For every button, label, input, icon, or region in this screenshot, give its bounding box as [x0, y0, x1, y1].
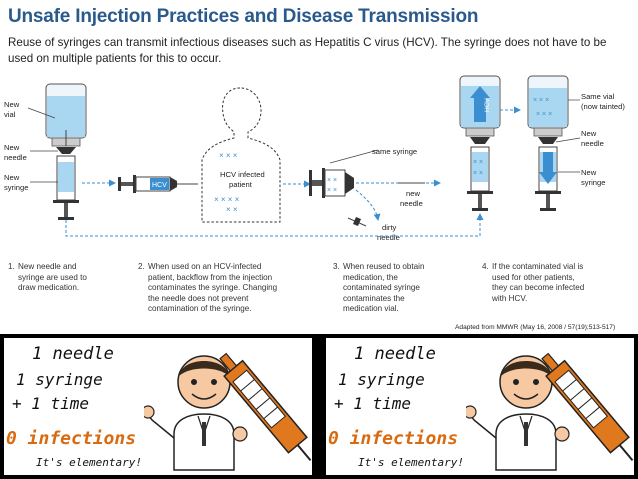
label-new-vial-1: New	[4, 100, 20, 109]
label-same-vial-2: (now tainted)	[581, 102, 625, 111]
label-new-syringe-2: syringe	[4, 183, 28, 192]
cartoon-doctor-right	[466, 352, 634, 471]
label-dirty-needle-1: dirty	[382, 223, 397, 232]
svg-text:× ×: × ×	[473, 159, 483, 166]
svg-text:× ×: × ×	[226, 205, 238, 214]
label-new-syringe-right-1: New	[581, 168, 597, 177]
step-2-line-5: contamination of the syringe.	[148, 304, 252, 314]
poster-left-line-2: 1 syringe	[16, 370, 103, 389]
label-same-vial-1: Same vial	[581, 92, 615, 101]
step-3-line-5: medication vial.	[343, 304, 399, 314]
poster-right-line-4: 0 infections	[328, 428, 459, 449]
step-4-line-3: they can become infected	[492, 283, 585, 293]
step-4-line-1: If the contaminated vial is	[492, 262, 584, 271]
poster-left: 1 needle 1 syringe + 1 time 0 infections…	[4, 338, 312, 475]
label-new-needle-mid-1: new	[406, 189, 420, 198]
svg-text:× ×: × ×	[473, 170, 483, 177]
step-1-line-1: New needle and	[18, 262, 77, 271]
svg-text:× × ×: × × ×	[219, 151, 238, 160]
step-2-line-4: the needle does not prevent	[148, 293, 249, 303]
step3-vial: HCV × × × ×	[459, 75, 501, 211]
step-2-line-3: contaminates the syringe. Changing	[148, 283, 278, 293]
step-2-line-2: patient, backflow from the injection	[148, 272, 273, 282]
label-patient-2: patient	[229, 180, 253, 189]
poster-left-line-1: 1 needle	[32, 344, 114, 364]
step1-needle	[56, 130, 76, 154]
poster-right-line-1: 1 needle	[354, 344, 436, 364]
dirty-needle	[347, 217, 367, 227]
label-new-syringe-right-2: syringe	[581, 178, 605, 187]
poster-left-line-5: It's elementary!	[36, 456, 142, 469]
label-patient-1: HCV infected	[220, 170, 265, 179]
label-new-needle-1: New	[4, 143, 20, 152]
poster-right-line-3: + 1 time	[334, 394, 412, 413]
step3-syringe: × × × ×	[309, 168, 354, 198]
step-1-line-2: syringe are used to	[18, 272, 87, 282]
svg-text:× × ×: × × ×	[533, 97, 549, 104]
svg-text:× × × ×: × × × ×	[214, 195, 240, 204]
step1-syringe	[53, 155, 79, 220]
step-2-line-1: When used on an HCV-infected	[148, 262, 262, 271]
poster-right-line-2: 1 syringe	[338, 370, 425, 389]
poster-right: 1 needle 1 syringe + 1 time 0 infections…	[326, 338, 634, 475]
step-1-number: 1.	[8, 262, 15, 271]
label-new-syringe-1: New	[4, 173, 20, 182]
cartoon-doctor-left	[144, 352, 312, 471]
patient-silhouette: × × × × × × × × ×	[201, 87, 281, 223]
label-new-needle-right-2: needle	[581, 139, 604, 148]
poster-right-line-5: It's elementary!	[358, 456, 464, 469]
step-4-number: 4.	[482, 262, 489, 271]
step2-syringe: HCV	[118, 175, 198, 193]
step-4-line-2: used for other patients,	[492, 272, 575, 282]
label-same-syringe: same syringe	[372, 147, 417, 156]
label-new-needle-2: needle	[4, 153, 27, 162]
svg-text:HCV: HCV	[484, 98, 491, 112]
label-new-needle-mid-2: needle	[400, 199, 423, 208]
poster-left-line-4: 0 infections	[6, 428, 137, 449]
svg-text:× ×: × ×	[327, 177, 337, 184]
step-3-number: 3.	[333, 262, 340, 271]
step-2-number: 2.	[138, 262, 145, 271]
poster-left-line-3: + 1 time	[12, 394, 90, 413]
page-title: Unsafe Injection Practices and Disease T…	[8, 6, 479, 27]
hcv-tag: HCV	[152, 182, 167, 189]
step-1-line-3: draw medication.	[18, 283, 80, 293]
label-new-vial-2: vial	[4, 110, 16, 119]
svg-text:× × ×: × × ×	[536, 111, 552, 118]
svg-text:× ×: × ×	[327, 187, 337, 194]
step-3-line-2: medication, the	[343, 272, 398, 282]
step-3-line-1: When reused to obtain	[343, 262, 425, 271]
page-subtitle: Reuse of syringes can transmit infectiou…	[8, 36, 607, 65]
step4-vial: × × × × × ×	[527, 75, 569, 211]
label-new-needle-right-1: New	[581, 129, 597, 138]
step-3-line-3: contaminated syringe	[343, 283, 420, 293]
transmission-diagram: New vial New needle New syringe HCV × × …	[4, 75, 625, 242]
step-4-line-4: with HCV.	[492, 293, 528, 303]
step-3-line-4: contaminates the	[343, 293, 405, 303]
label-dirty-needle-2: needle	[377, 233, 400, 242]
source-credit: Adapted from MMWR (May 16, 2008 / 57(19)…	[455, 324, 616, 331]
